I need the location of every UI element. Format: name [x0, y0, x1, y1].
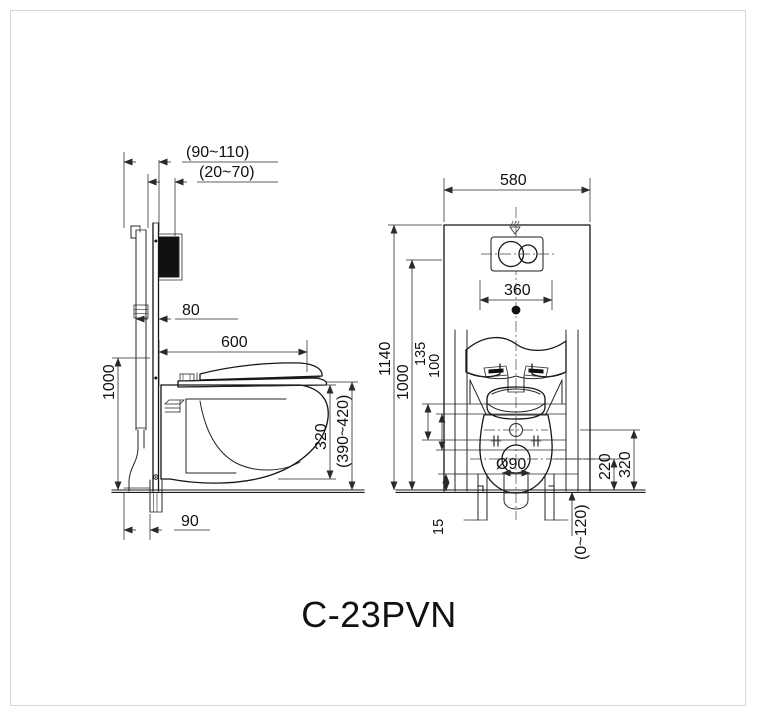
- front-dim-diameter-90: Ø90: [496, 456, 531, 477]
- front-dim-0-120-label: (0~120): [573, 504, 590, 560]
- front-dim-15-label: 15: [431, 519, 447, 535]
- side-view-frame-rails: [128, 222, 160, 492]
- front-dim-320: 320: [580, 429, 640, 491]
- front-view-hinge-pads: [483, 365, 549, 378]
- side-dim-390-420: (390~420): [326, 381, 358, 491]
- front-dim-1140: 1140: [377, 224, 442, 491]
- front-dim-1000: 1000: [395, 259, 442, 491]
- front-dim-100-label: 100: [427, 354, 443, 378]
- side-view-seat-and-lid: [177, 362, 328, 388]
- side-dim-20-70: (20~70): [147, 164, 278, 236]
- side-dim-90-110: (90~110): [123, 144, 278, 232]
- side-dim-90-label: 90: [181, 513, 199, 530]
- front-view-fixing-marks: [484, 423, 548, 447]
- front-view-flush-plate: [481, 220, 556, 272]
- front-dim-1000-label: 1000: [395, 364, 412, 400]
- front-view: 580 360 1140 1000: [377, 172, 646, 560]
- side-dim-80: 80: [135, 300, 238, 323]
- side-dim-390-420-label: (390~420): [335, 395, 352, 468]
- front-dim-360: 360: [479, 280, 553, 310]
- front-view-top-fixing-dot: [511, 305, 521, 315]
- side-dim-600: 600: [158, 334, 308, 386]
- side-view-flush-plate: [158, 233, 183, 281]
- side-dim-90-110-label: (90~110): [186, 144, 249, 161]
- side-dim-80-label: 80: [182, 302, 200, 319]
- front-dim-360-label: 360: [504, 282, 531, 299]
- front-dim-1140-label: 1140: [377, 341, 394, 376]
- front-dim-0-120: (0~120): [568, 491, 590, 560]
- front-dim-320-label: 320: [617, 451, 634, 478]
- front-dim-135-label: 135: [413, 342, 429, 366]
- side-dim-320-label: 320: [313, 423, 330, 450]
- side-dim-600-label: 600: [221, 334, 248, 351]
- side-dim-320: 320: [278, 384, 336, 480]
- side-dim-1000: 1000: [101, 357, 150, 491]
- side-view-floor-line: [111, 489, 365, 493]
- front-dim-220: 220: [556, 453, 620, 491]
- front-dim-diameter-90-label: Ø90: [496, 456, 526, 473]
- side-view: (90~110) (20~70) 80: [101, 144, 365, 540]
- front-dim-15: 15: [431, 473, 466, 535]
- front-dim-100: 100: [427, 354, 456, 451]
- side-dim-20-70-label: (20~70): [199, 164, 255, 181]
- front-dim-580-label: 580: [500, 172, 527, 189]
- drawing-title: C-23PVN: [301, 594, 457, 635]
- front-view-seat: [486, 386, 546, 420]
- front-dim-220-label: 220: [597, 453, 614, 480]
- side-dim-1000-label: 1000: [101, 364, 118, 400]
- front-dim-580: 580: [443, 172, 591, 222]
- side-dim-90: 90: [123, 492, 210, 540]
- side-view-adjustable-foot: [123, 479, 163, 513]
- sheet-border: [10, 10, 746, 706]
- side-view-toilet-bowl: [160, 384, 329, 484]
- water-flow-icon: [509, 220, 521, 235]
- front-view-legs: [463, 473, 569, 521]
